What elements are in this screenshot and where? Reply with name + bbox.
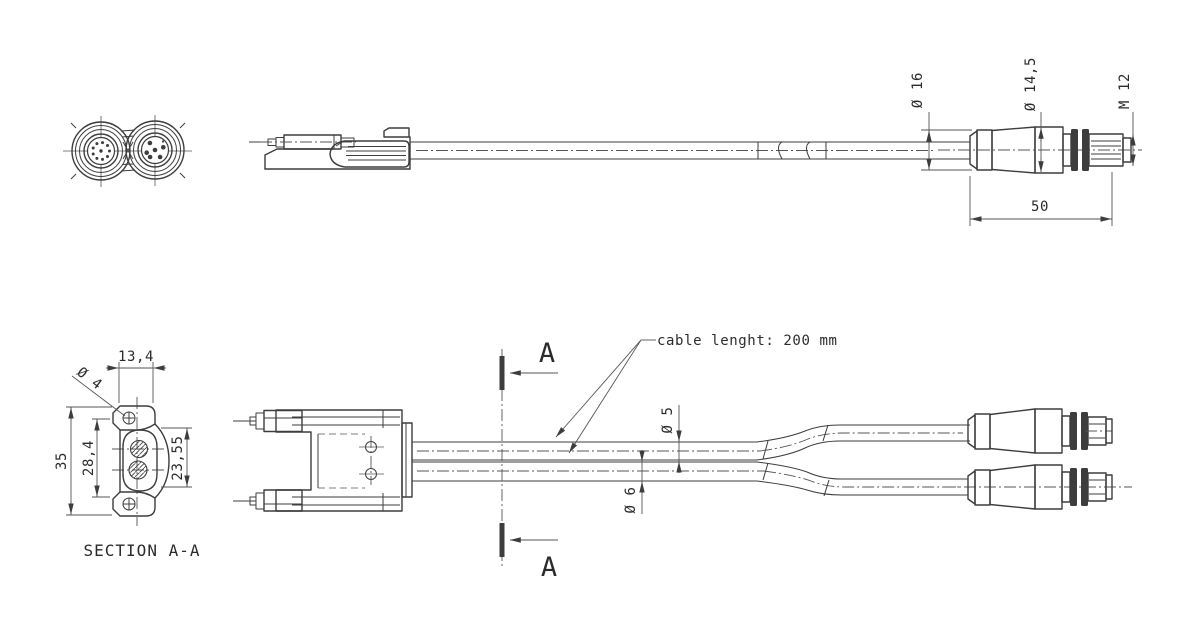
section-marker-top: A — [539, 338, 555, 369]
face-left-connector — [70, 121, 131, 181]
section-screw-bottom — [122, 497, 136, 511]
dim-boot-diameter-label: Ø 16 — [910, 72, 926, 108]
top-view-pin-top — [233, 409, 400, 433]
top-dimensions: Ø 16 Ø 14,5 M 12 50 — [910, 57, 1136, 226]
top-view — [233, 408, 1132, 512]
connector-face-view — [63, 115, 192, 187]
section-marker-bottom: A — [541, 552, 557, 583]
dim-hole-spacing-label: 28,4 — [81, 440, 97, 476]
face-right-connector — [125, 120, 186, 180]
cable-length-note: cable lenght: 200 mm — [657, 333, 838, 349]
top-view-connector — [233, 409, 413, 512]
dim-thread-label: M 12 — [1117, 73, 1133, 109]
dim-connector-length-label: 50 — [1031, 199, 1049, 215]
face-bridge — [120, 129, 136, 172]
top-view-m12-upper — [967, 408, 1113, 454]
section-cut-line: A A — [499, 338, 558, 583]
dim-body-diameter-label: Ø 14,5 — [1023, 57, 1039, 111]
dim-cable-bottom-diameter-label: Ø 6 — [623, 486, 639, 513]
section-view: 13,4 Ø 4 35 28,4 23,55 SECT — [54, 349, 201, 560]
dim-inner-height-label: 23,55 — [170, 435, 186, 480]
side-view-connector — [249, 127, 411, 170]
face-left-pins — [91, 141, 111, 161]
annotations: cable lenght: 200 mm Ø 5 Ø 6 — [555, 333, 838, 514]
section-screw-top — [122, 411, 136, 425]
section-title: SECTION A-A — [84, 541, 201, 560]
face-right-pins — [144, 140, 166, 160]
dim-section-height-label: 35 — [54, 452, 70, 470]
side-view-cable — [410, 141, 970, 160]
side-view-m12-connector — [938, 126, 1142, 174]
dim-section-width-label: 13,4 — [118, 349, 154, 365]
section-dimensions: 13,4 Ø 4 35 28,4 23,55 — [54, 349, 192, 516]
top-view-m12-lower — [944, 464, 1132, 510]
side-view — [249, 126, 1142, 174]
top-view-cables — [412, 424, 970, 497]
dim-cable-top-diameter-label: Ø 5 — [660, 406, 676, 433]
top-view-pin-bottom — [233, 489, 400, 512]
